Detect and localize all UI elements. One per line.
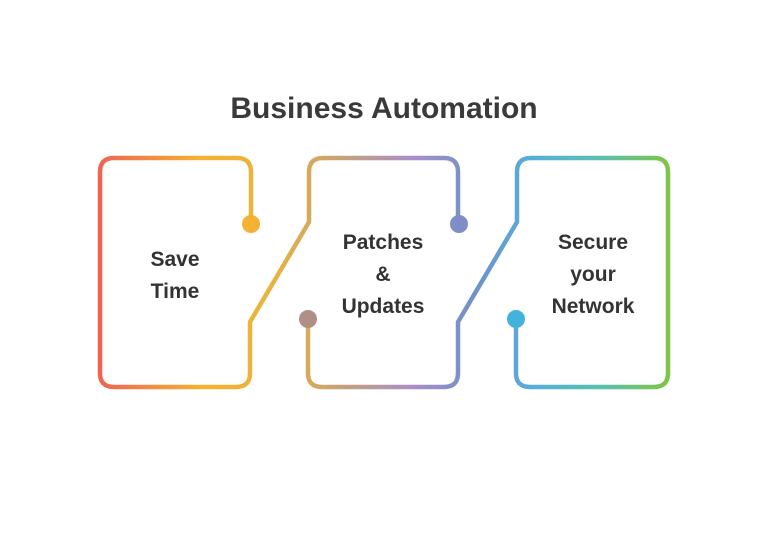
step-secure-network-line-2: your	[570, 263, 616, 286]
connector-line-left	[97, 155, 461, 390]
step-patches-updates-line-3: Updates	[342, 295, 425, 318]
connector-line-middle	[305, 155, 671, 390]
step-secure-network-line-1: Secure	[558, 231, 628, 254]
step-save-time-line-2: Time	[151, 280, 200, 303]
step-patches-updates-line-1: Patches	[343, 231, 424, 254]
connector-dot-2	[450, 215, 468, 233]
step-patches-updates-line-2: &	[375, 263, 390, 286]
step-save-time-line-1: Save	[150, 248, 199, 271]
step-secure-network-line-3: Network	[552, 295, 635, 318]
diagram-title: Business Automation	[230, 92, 537, 125]
connector-dot-4	[507, 310, 525, 328]
connector-dot-1	[242, 215, 260, 233]
connector-dot-3	[299, 310, 317, 328]
